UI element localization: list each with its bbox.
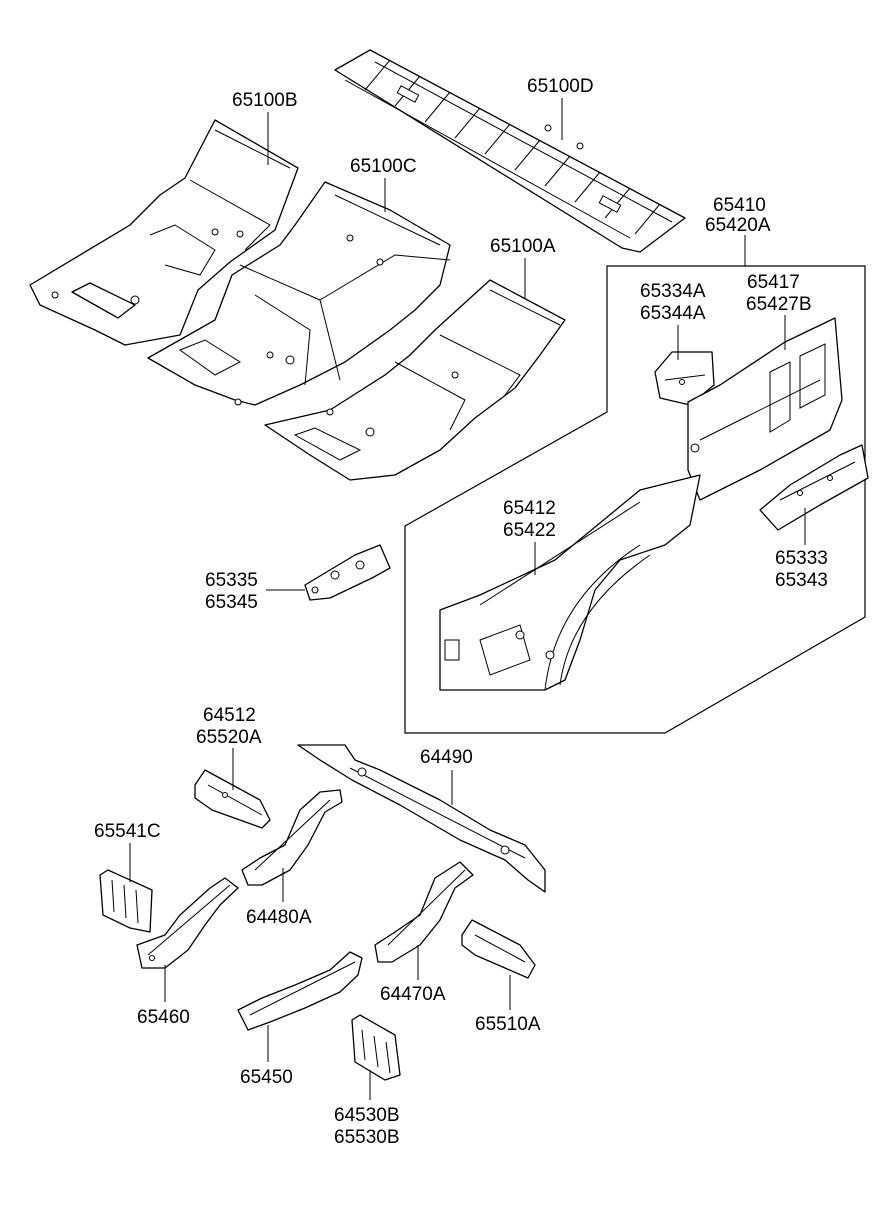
label-65344a: 65344A: [640, 303, 706, 324]
label-65100b: 65100B: [232, 90, 298, 111]
label-65427b: 65427B: [746, 294, 812, 315]
label-65530b: 65530B: [334, 1127, 400, 1148]
label-65510a: 65510A: [475, 1014, 541, 1035]
label-64512: 64512: [203, 705, 256, 726]
rear-side-assembly-frame: [404, 265, 866, 734]
member-64470a[interactable]: [374, 861, 474, 963]
label-65541c: 65541C: [94, 821, 161, 842]
rear-cross-member-64490[interactable]: [297, 744, 546, 893]
label-65460: 65460: [137, 1007, 190, 1028]
member-64480a[interactable]: [241, 789, 343, 886]
front-floor-panel-65100b[interactable]: [29, 119, 299, 346]
label-65100c: 65100C: [350, 156, 417, 177]
bracket-65335[interactable]: [304, 544, 391, 601]
label-65420a: 65420A: [705, 215, 771, 236]
label-64530b: 64530B: [334, 1105, 400, 1126]
front-floor-panel-65100a[interactable]: [264, 279, 566, 481]
label-65334a: 65334A: [640, 281, 706, 302]
bracket-65510a[interactable]: [461, 919, 536, 979]
rear-floor-panel-65100d[interactable]: [334, 49, 686, 253]
label-64490: 64490: [420, 747, 473, 768]
bracket-65334a[interactable]: [654, 351, 715, 406]
label-65450: 65450: [240, 1067, 293, 1088]
label-65343: 65343: [775, 570, 828, 591]
member-65450[interactable]: [237, 951, 363, 1031]
label-65417: 65417: [747, 272, 800, 293]
rail-65333[interactable]: [759, 444, 869, 531]
gusset-65541c[interactable]: [99, 869, 153, 933]
label-65410: 65410: [713, 195, 766, 216]
label-65412: 65412: [503, 498, 556, 519]
gusset-64530b[interactable]: [351, 1014, 401, 1081]
label-65520a: 65520A: [196, 727, 262, 748]
label-65345: 65345: [205, 592, 258, 613]
label-65100a: 65100A: [490, 236, 556, 257]
rear-side-member-65412[interactable]: [439, 474, 701, 691]
label-65422: 65422: [503, 520, 556, 541]
label-64470a: 64470A: [380, 984, 446, 1005]
center-floor-panel-65100c[interactable]: [147, 181, 451, 406]
label-65333: 65333: [775, 548, 828, 569]
member-65460[interactable]: [136, 877, 239, 969]
label-64480a: 64480A: [246, 907, 312, 928]
label-65335: 65335: [205, 570, 258, 591]
bracket-64512[interactable]: [194, 769, 271, 829]
label-65100d: 65100D: [527, 76, 594, 97]
